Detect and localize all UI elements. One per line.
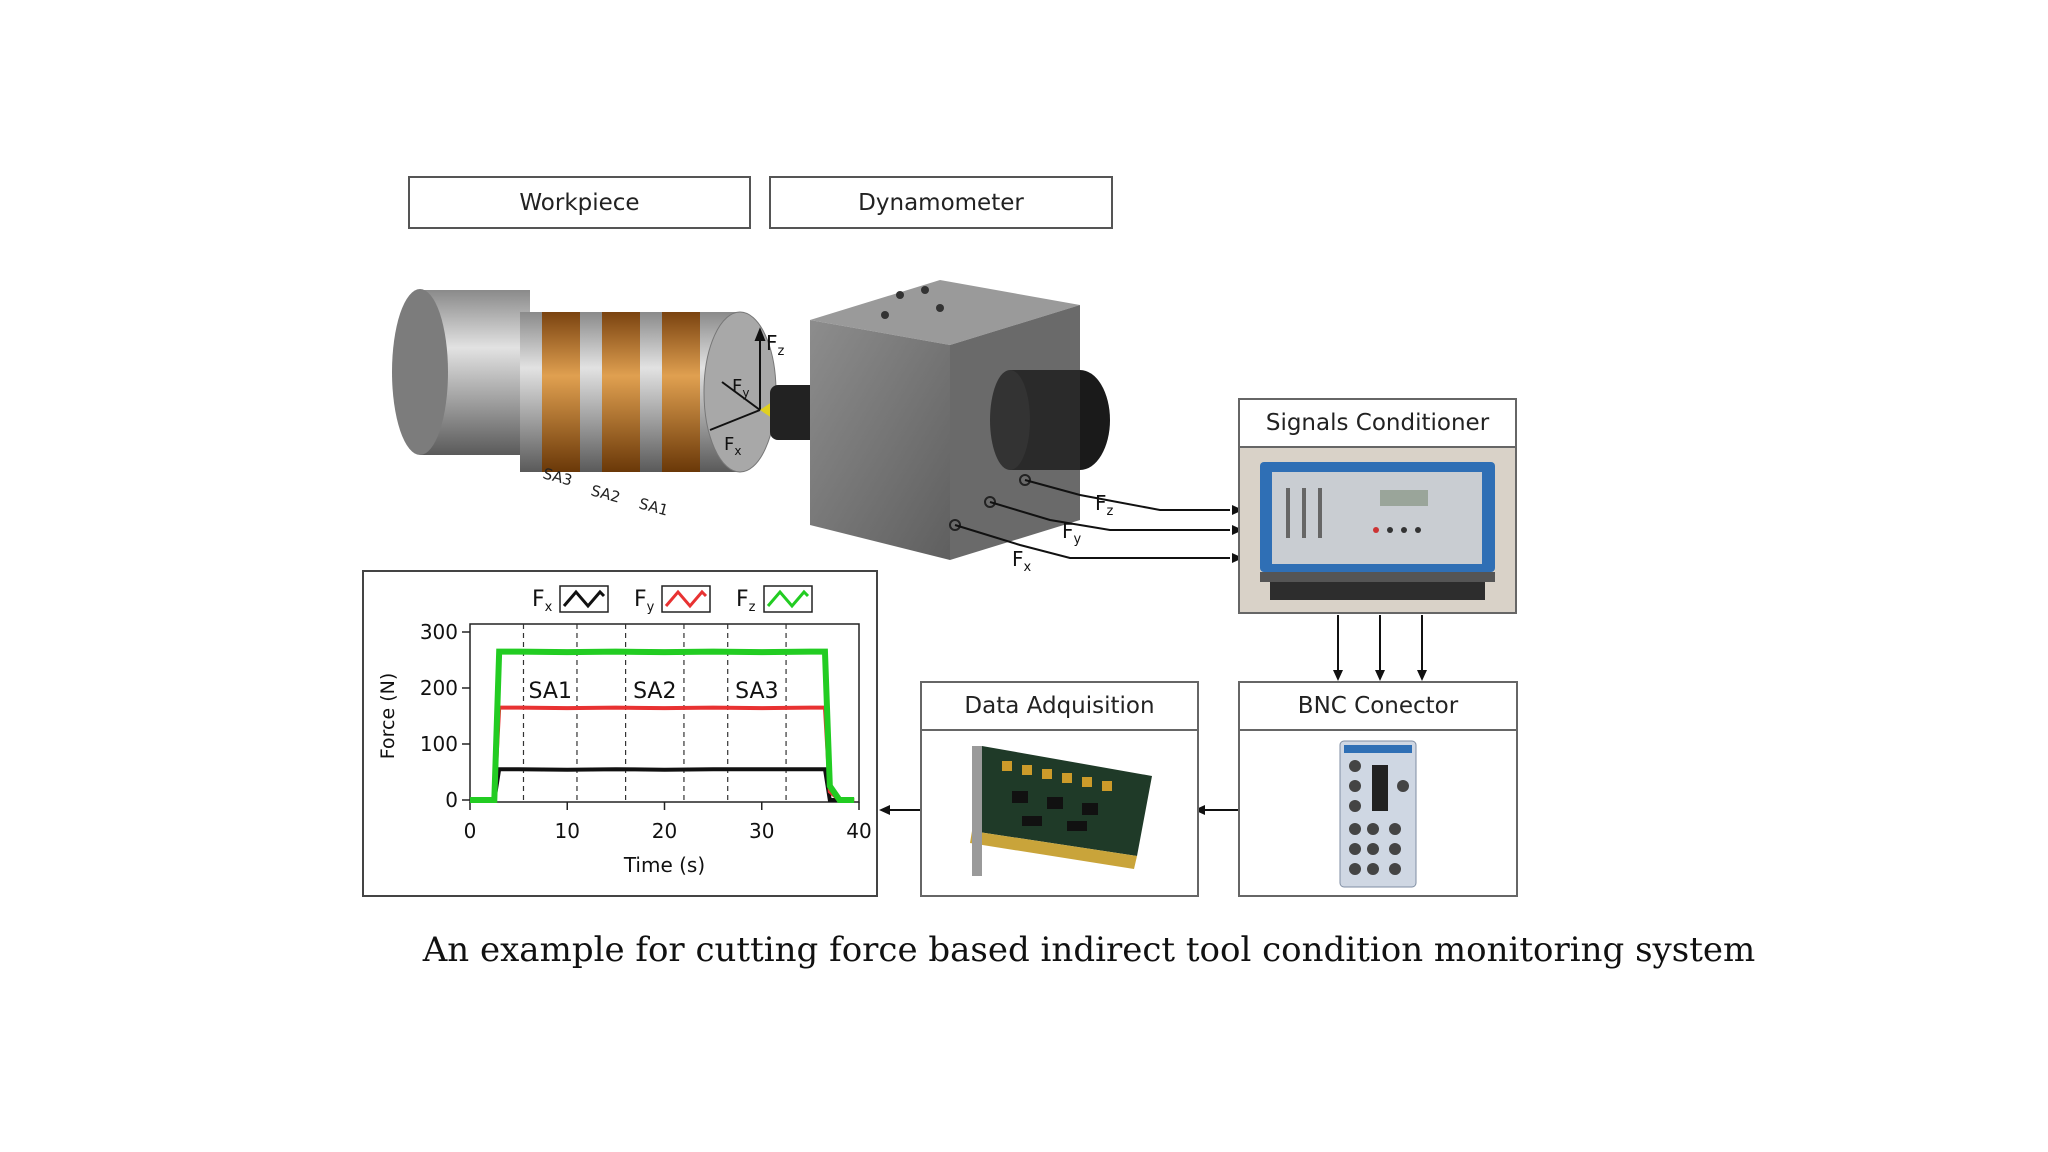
bnc-connector-title: BNC Conector — [1240, 683, 1516, 731]
y-tick-label: 100 — [420, 732, 458, 756]
region-label: SA3 — [735, 679, 778, 704]
workpiece-cylinder — [392, 289, 777, 473]
x-axis-label: Time (s) — [623, 853, 705, 877]
series-fy-line — [470, 705, 855, 802]
daq-card — [970, 746, 1152, 876]
workpiece-label: Workpiece — [408, 176, 751, 229]
cable-fy-label: Fy — [1062, 519, 1082, 547]
x-tick-label: 10 — [555, 819, 580, 843]
legend-fx-swatch-box — [559, 585, 609, 613]
signals-conditioner-title: Signals Conditioner — [1240, 400, 1515, 448]
cable-fx-label: Fx — [1012, 547, 1032, 575]
fx-axis-label: Fx — [724, 434, 741, 458]
fy-axis-label: Fy — [732, 376, 749, 400]
x-tick-label: 20 — [652, 819, 677, 843]
region-label: SA2 — [633, 679, 676, 704]
dynamometer-label: Dynamometer — [769, 176, 1113, 229]
legend-fx-label: Fx — [532, 587, 553, 615]
signals-conditioner-device — [1240, 448, 1515, 612]
region-label: SA1 — [529, 679, 572, 704]
x-tick-label: 40 — [846, 819, 871, 843]
legend-fz-swatch — [766, 589, 810, 609]
y-tick-label: 300 — [420, 620, 458, 644]
figure-caption: An example for cutting force based indir… — [422, 930, 1756, 970]
y-axis-label: Force (N) — [377, 673, 399, 759]
bnc-connector-panel: BNC Conector — [1238, 681, 1518, 897]
legend-fz-label: Fz — [736, 587, 756, 615]
x-tick-label: 0 — [464, 819, 477, 843]
fz-label: Fz — [766, 331, 785, 359]
legend-fz-swatch-box — [763, 585, 813, 613]
legend-fy-swatch — [664, 589, 708, 609]
data-acquisition-panel: Data Adquisition — [920, 681, 1199, 897]
legend-fy-swatch-box — [661, 585, 711, 613]
force-axes — [709, 327, 766, 431]
signals-conditioner-panel: Signals Conditioner — [1238, 398, 1517, 614]
y-tick-label: 200 — [420, 676, 458, 700]
series-fz-line — [470, 648, 855, 803]
x-tick-label: 30 — [749, 819, 774, 843]
dynamometer-block — [810, 280, 1110, 560]
legend-fx-swatch — [562, 589, 606, 609]
data-acquisition-title: Data Adquisition — [922, 683, 1197, 731]
bnc-connector-device — [1339, 740, 1417, 888]
legend-fy-label: Fy — [634, 587, 655, 615]
cable-fz-label: Fz — [1095, 491, 1114, 519]
series-fx-line — [470, 767, 855, 802]
machining-setup-illustration: SA3 SA2 SA1 Fz Fy Fx — [392, 280, 1110, 560]
y-tick-label: 0 — [445, 788, 458, 812]
